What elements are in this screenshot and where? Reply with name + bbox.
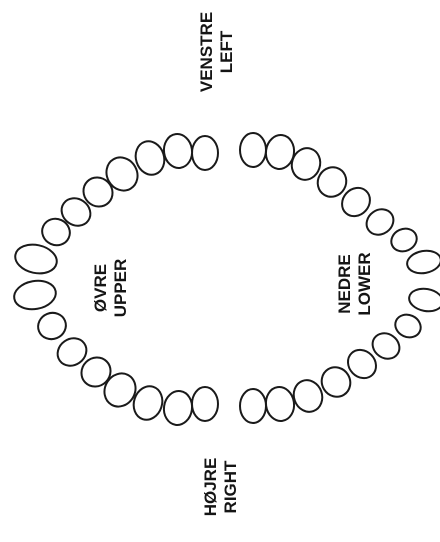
lower-tooth bbox=[388, 225, 421, 256]
lower-tooth bbox=[240, 133, 266, 167]
upper-tooth bbox=[162, 132, 194, 170]
upper-tooth bbox=[192, 136, 218, 170]
label-hojre: HØJRE bbox=[201, 458, 220, 517]
lower-tooth bbox=[407, 286, 440, 314]
lower-tooth bbox=[240, 389, 266, 423]
lower-tooth bbox=[405, 248, 440, 276]
label-nedre: NEDRE bbox=[335, 254, 354, 314]
lower-tooth bbox=[264, 385, 296, 423]
label-left: LEFT bbox=[217, 30, 236, 73]
upper-tooth bbox=[12, 278, 58, 313]
upper-tooth bbox=[192, 387, 218, 421]
upper-tooth bbox=[34, 309, 70, 344]
label-right: RIGHT bbox=[221, 460, 240, 514]
lower-tooth bbox=[392, 311, 425, 342]
label-lower: LOWER bbox=[355, 252, 374, 315]
upper-tooth bbox=[13, 241, 60, 277]
label-ovre: ØVRE bbox=[91, 264, 110, 312]
label-venstre: VENSTRE bbox=[197, 12, 216, 92]
label-upper: UPPER bbox=[111, 259, 130, 318]
upper-tooth bbox=[162, 389, 194, 427]
